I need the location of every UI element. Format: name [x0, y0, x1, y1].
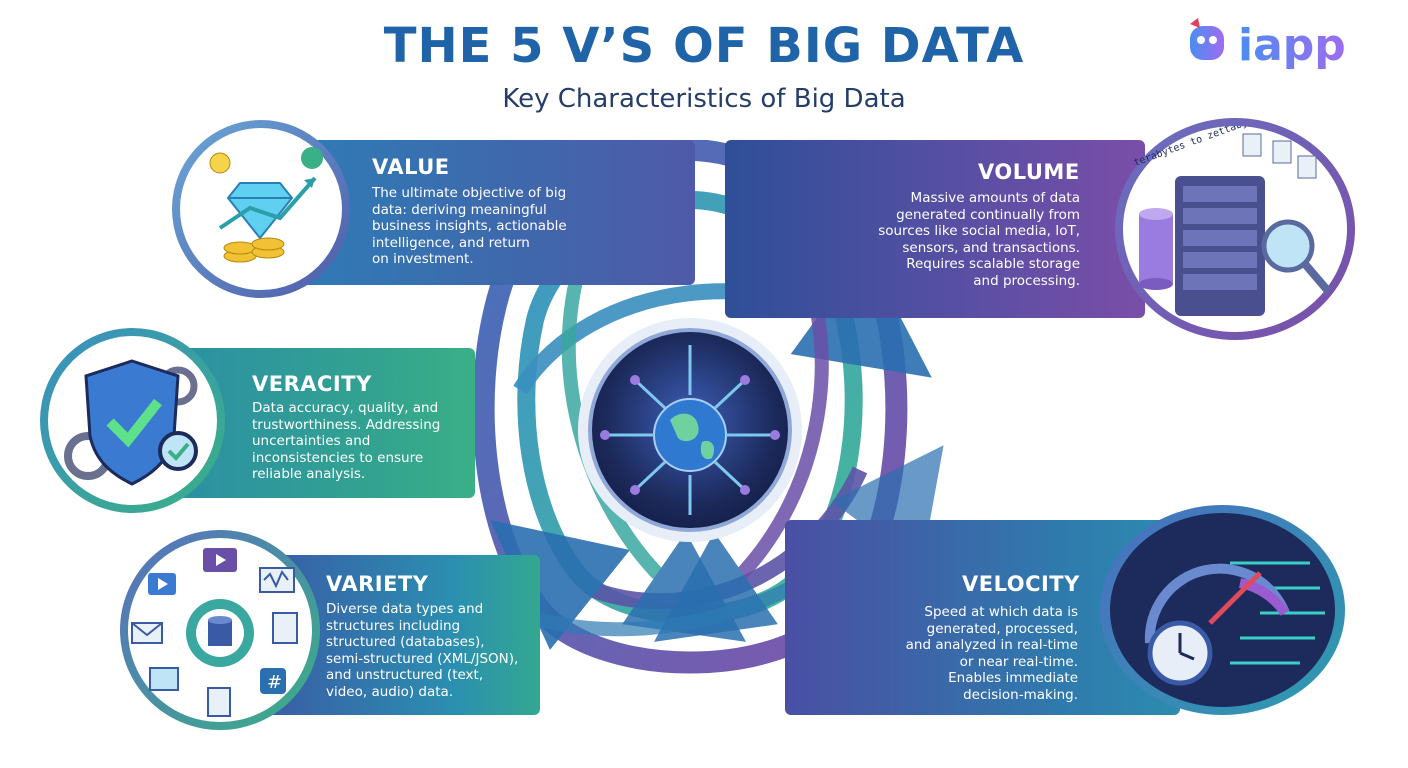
stopwatch-icon — [1147, 620, 1213, 686]
magnifier-check-icon — [158, 431, 198, 471]
shield-check-icon — [84, 359, 180, 486]
magnifier-icon — [1261, 219, 1332, 294]
image-icon — [149, 667, 179, 691]
dollar-icon — [301, 147, 323, 169]
mail-icon — [131, 622, 163, 644]
iapp-logo: iapp — [1190, 18, 1346, 70]
server-rack-icon — [1175, 176, 1265, 316]
database-icon — [208, 616, 232, 646]
network-arrows-icon — [605, 345, 775, 515]
velocity-heading: VELOCITY — [962, 572, 1080, 596]
logo-text: iapp — [1238, 20, 1346, 70]
lightbulb-icon — [209, 152, 231, 174]
database-icon — [1139, 208, 1173, 290]
page-title: THE 5 V’S OF BIG DATA — [383, 18, 1025, 74]
veracity-icon-circle — [48, 336, 217, 505]
page-subtitle: Key Characteristics of Big Data — [502, 84, 906, 114]
speedometer-icon — [1144, 563, 1290, 644]
hashtag-icon: # — [260, 668, 286, 694]
play-icon — [148, 573, 176, 595]
audio-wave-icon — [259, 567, 295, 593]
volume-heading: VOLUME — [978, 160, 1080, 184]
document-icon — [1242, 133, 1317, 179]
cycle-diagram — [472, 140, 944, 674]
value-heading: VALUE — [372, 155, 450, 179]
growth-chart-icon — [218, 176, 317, 230]
volume-panel — [725, 140, 1145, 318]
variety-heading: VARIETY — [326, 572, 429, 596]
document-icon — [207, 612, 298, 717]
velocity-icon-circle — [1110, 513, 1335, 707]
variety-icon-circle: # — [128, 538, 312, 722]
veracity-heading: VERACITY — [252, 372, 372, 396]
value-icon-circle — [180, 128, 342, 290]
svg-text:#: # — [267, 672, 282, 693]
volume-icon-circle: terabytes to zettabytes — [1123, 111, 1347, 332]
coins-icon — [223, 237, 285, 263]
video-icon — [203, 548, 237, 572]
